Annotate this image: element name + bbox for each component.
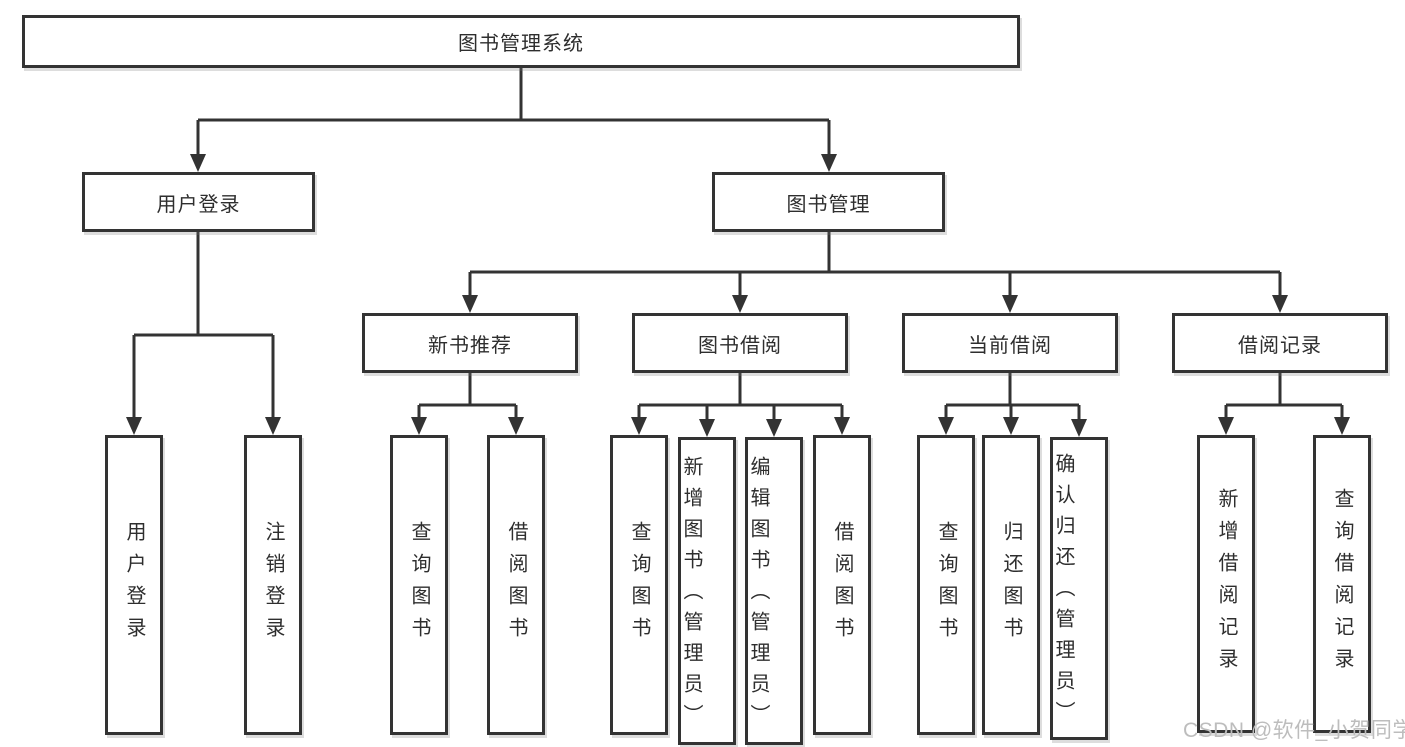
leaf-add-books-admin: 新增图书（管理员）	[678, 437, 736, 745]
node-root-library-system: 图书管理系统	[22, 15, 1020, 68]
node-label: 借阅图书	[831, 521, 853, 649]
node-current-borrowing: 当前借阅	[902, 313, 1118, 373]
node-label: 新增图书（管理员）	[680, 455, 702, 735]
node-label: 查询图书	[408, 521, 430, 649]
node-label: 当前借阅	[968, 334, 1052, 357]
node-book-management: 图书管理	[712, 172, 945, 232]
leaf-query-books-current: 查询图书	[917, 435, 975, 735]
node-label: 新书推荐	[428, 334, 512, 357]
leaf-borrow-books: 借阅图书	[813, 435, 871, 735]
node-label: 新增借阅记录	[1215, 488, 1237, 680]
node-label: 编辑图书（管理员）	[747, 455, 769, 735]
arrow-down-icons	[126, 154, 1350, 437]
node-label: 图书管理	[786, 193, 871, 216]
leaf-return-books: 归还图书	[982, 435, 1040, 735]
node-label: 借阅图书	[505, 521, 527, 649]
node-label: 用户登录	[123, 521, 145, 649]
leaf-query-borrow-record: 查询借阅记录	[1313, 435, 1371, 733]
node-borrowing-records: 借阅记录	[1172, 313, 1388, 373]
csdn-watermark: CSDN @软件_小贺同学	[1183, 719, 1405, 742]
node-label: 确认归还（管理员）	[1052, 453, 1074, 732]
leaf-query-books-borrow: 查询图书	[610, 435, 668, 735]
leaf-user-login: 用户登录	[105, 435, 163, 735]
node-label: 归还图书	[1000, 521, 1022, 649]
leaf-confirm-return-admin: 确认归还（管理员）	[1050, 437, 1108, 740]
leaf-logout: 注销登录	[244, 435, 302, 735]
node-label: 用户登录	[156, 193, 241, 216]
node-user-login: 用户登录	[82, 172, 315, 232]
leaf-query-books-recommend: 查询图书	[390, 435, 448, 735]
node-new-book-recommend: 新书推荐	[362, 313, 578, 373]
node-label: 查询图书	[935, 521, 957, 649]
node-label: 图书借阅	[698, 334, 782, 357]
node-label: 图书管理系统	[458, 33, 584, 55]
node-label: 查询图书	[628, 521, 650, 649]
leaf-add-borrow-record: 新增借阅记录	[1197, 435, 1255, 733]
leaf-borrow-books-recommend: 借阅图书	[487, 435, 545, 735]
node-label: 注销登录	[262, 521, 284, 649]
node-label: 借阅记录	[1238, 334, 1322, 357]
leaf-edit-books-admin: 编辑图书（管理员）	[745, 437, 803, 745]
tree-edges	[132, 67, 1344, 423]
node-book-borrowing: 图书借阅	[632, 313, 848, 373]
node-label: 查询借阅记录	[1331, 488, 1353, 680]
